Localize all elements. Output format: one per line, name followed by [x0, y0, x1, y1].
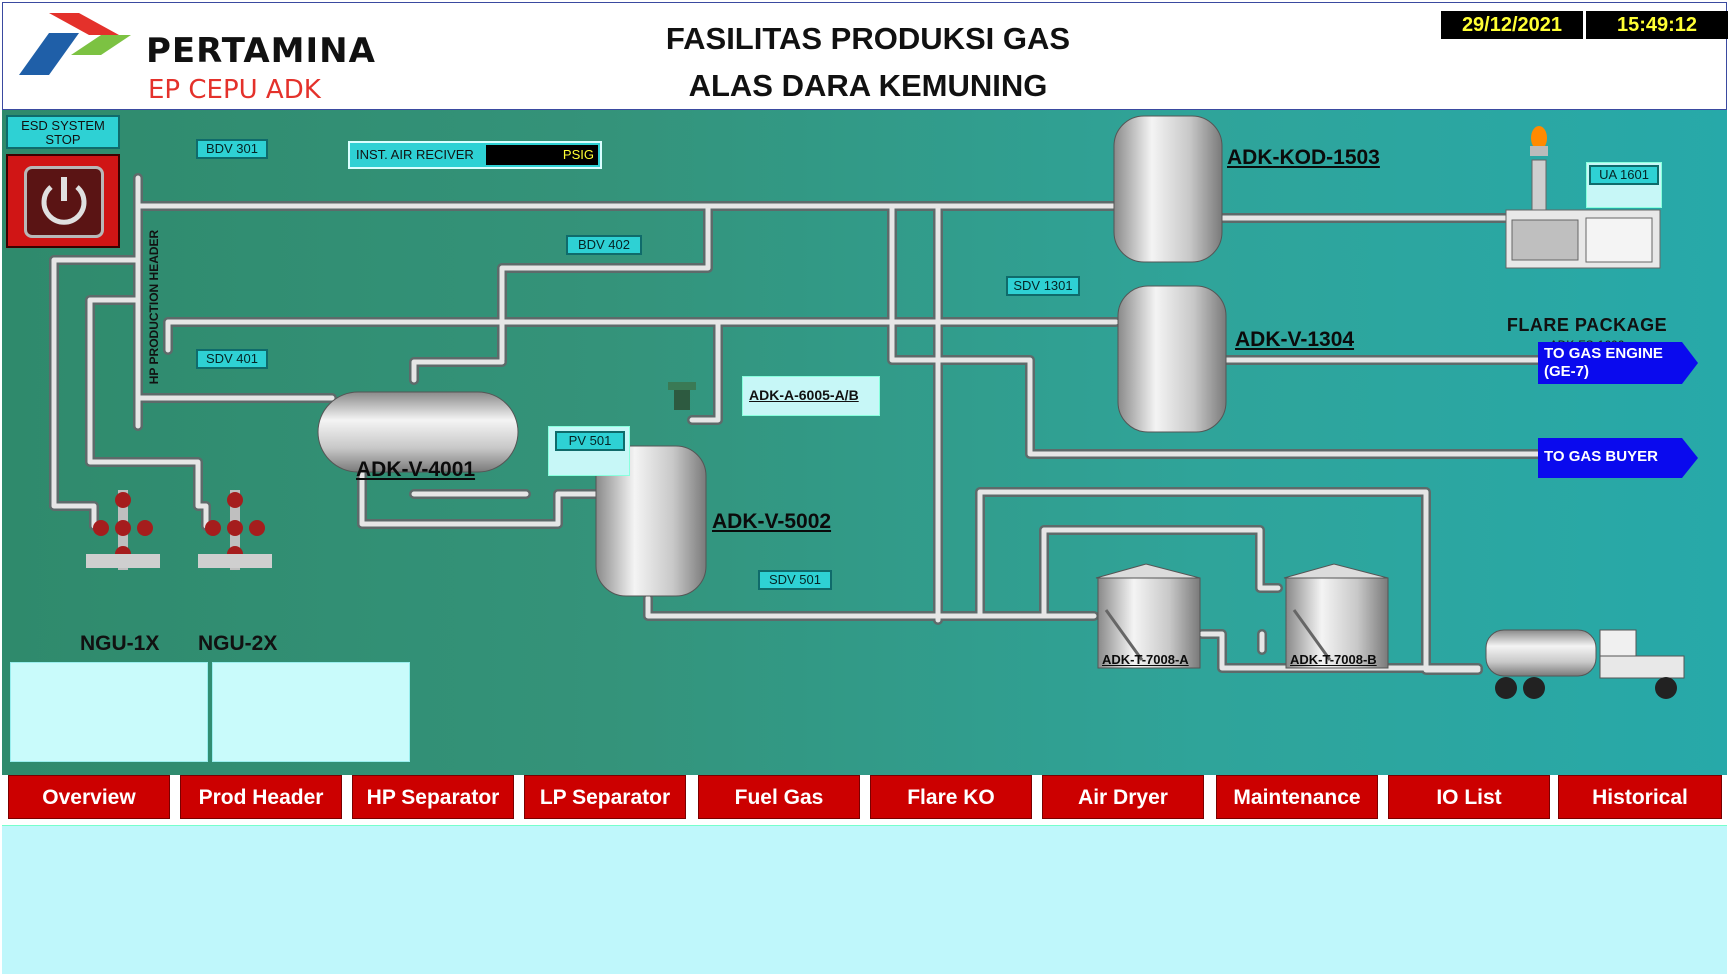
arrow-right-icon — [1538, 342, 1698, 384]
t7008a-label[interactable]: ADK-T-7008-A — [1102, 652, 1189, 667]
esd-stop-button[interactable] — [6, 154, 120, 248]
info-panel-right — [212, 662, 410, 762]
t7008b-label[interactable]: ADK-T-7008-B — [1290, 652, 1377, 667]
to-gas-buyer-arrow[interactable]: TO GAS BUYER — [1538, 438, 1698, 478]
bdv301-tag[interactable]: BDV 301 — [196, 139, 268, 159]
ua1601-panel[interactable]: UA 1601 — [1586, 162, 1662, 208]
v1304-label[interactable]: ADK-V-1304 — [1235, 328, 1355, 351]
kod-vessel-icon — [1113, 115, 1223, 263]
nav-fuel-gas-button[interactable]: Fuel Gas — [698, 775, 860, 819]
flare-package-title: FLARE PACKAGE — [1506, 315, 1668, 335]
process-diagram: ESD SYSTEM STOP BDV 301 BDV 402 SDV 401 … — [2, 110, 1727, 775]
tanker-truck-icon — [1485, 629, 1685, 699]
brand-subtitle: EP CEPU ADK — [148, 75, 321, 105]
nav-prod-header-button[interactable]: Prod Header — [180, 775, 342, 819]
flare-stack-icon — [1505, 126, 1661, 269]
pv501-tag: PV 501 — [555, 431, 625, 451]
pipe-network — [49, 115, 1685, 699]
v5002-label[interactable]: ADK-V-5002 — [712, 510, 832, 533]
ngu2x-label[interactable]: NGU-2X — [198, 632, 278, 655]
esd-system-label: ESD SYSTEM STOP — [6, 115, 120, 149]
alarm-panel — [2, 825, 1727, 974]
power-icon — [24, 166, 104, 238]
pertamina-logo-icon — [19, 13, 131, 75]
wellhead-ngu2x-icon — [198, 490, 272, 570]
pv501-panel[interactable]: PV 501 — [548, 426, 630, 476]
time-display: 15:49:12 — [1586, 11, 1728, 39]
arrow-right-icon — [1538, 438, 1698, 478]
info-panel-left — [10, 662, 208, 762]
hp-production-header-label: HP PRODUCTION HEADER — [147, 229, 161, 385]
date-display: 29/12/2021 — [1441, 11, 1583, 39]
nav-maintenance-button[interactable]: Maintenance — [1216, 775, 1378, 819]
v4001-label[interactable]: ADK-V-4001 — [356, 458, 476, 481]
v5002-vessel-icon — [595, 445, 707, 597]
instrument-air-pressure-value: PSIG — [486, 145, 598, 165]
air-dryer-panel[interactable]: ADK-A-6005-A/B — [742, 376, 880, 416]
nav-hp-separator-button[interactable]: HP Separator — [352, 775, 514, 819]
to-gas-engine-label: TO GAS ENGINE (GE-7) — [1544, 345, 1663, 380]
ngu1x-label[interactable]: NGU-1X — [80, 632, 160, 655]
nav-overview-button[interactable]: Overview — [8, 775, 170, 819]
tank-a-icon — [1095, 563, 1201, 669]
to-gas-buyer-label: TO GAS BUYER — [1544, 448, 1658, 465]
to-gas-engine-arrow[interactable]: TO GAS ENGINE (GE-7) — [1538, 342, 1698, 384]
sdv1301-tag[interactable]: SDV 1301 — [1006, 276, 1080, 296]
sdv401-tag[interactable]: SDV 401 — [196, 349, 268, 369]
hp-header-label-container: HP PRODUCTION HEADER — [144, 218, 161, 398]
adk-a-6005-label: ADK-A-6005-A/B — [749, 387, 859, 403]
nav-historical-button[interactable]: Historical — [1558, 775, 1722, 819]
instrument-air-receiver[interactable]: INST. AIR RECIVER PSIG — [348, 141, 602, 169]
instrument-air-label: INST. AIR RECIVER — [356, 147, 474, 162]
navigation-bar: Overview Prod Header HP Separator LP Sep… — [2, 775, 1727, 825]
sdv501-tag[interactable]: SDV 501 — [758, 570, 832, 590]
nav-flare-ko-button[interactable]: Flare KO — [870, 775, 1032, 819]
kod-1503-label[interactable]: ADK-KOD-1503 — [1227, 146, 1380, 169]
page-title-line1: FASILITAS PRODUKSI GAS — [665, 21, 1071, 56]
wellhead-ngu1x-icon — [86, 490, 160, 570]
pv501-valve-icon — [668, 382, 696, 410]
ua1601-tag: UA 1601 — [1589, 165, 1659, 185]
nav-lp-separator-button[interactable]: LP Separator — [524, 775, 686, 819]
nav-air-dryer-button[interactable]: Air Dryer — [1042, 775, 1204, 819]
v1304-vessel-icon — [1117, 285, 1227, 433]
bdv402-tag[interactable]: BDV 402 — [566, 235, 642, 255]
tank-b-icon — [1283, 563, 1389, 669]
nav-io-list-button[interactable]: IO List — [1388, 775, 1550, 819]
brand-name: PERTAMINA — [146, 31, 376, 71]
header-bar: PERTAMINA EP CEPU ADK FASILITAS PRODUKSI… — [2, 2, 1728, 110]
page-title-line2: ALAS DARA KEMUNING — [688, 68, 1048, 103]
v4001-vessel-icon — [317, 391, 519, 473]
